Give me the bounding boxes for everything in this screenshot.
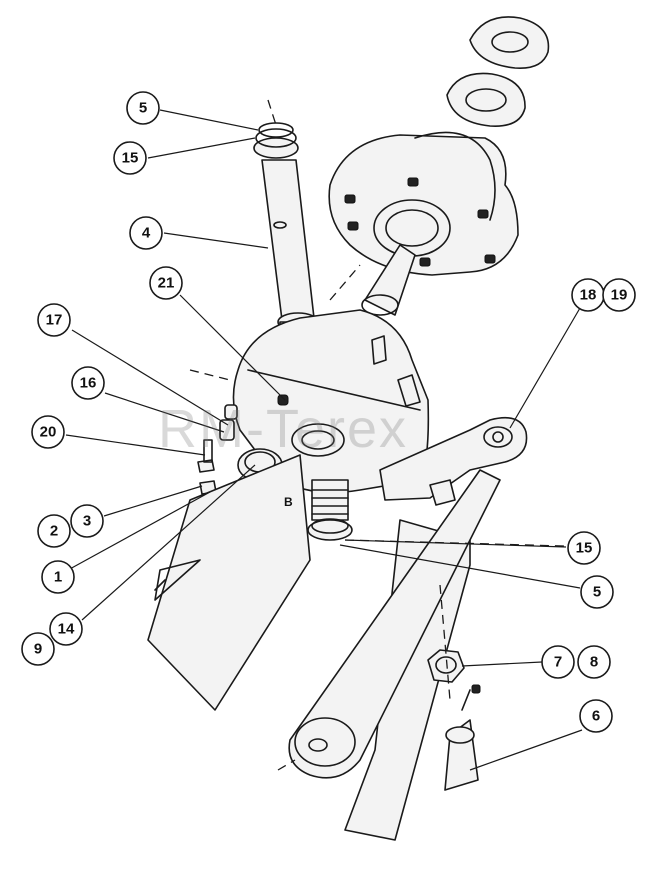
svg-text:17: 17 <box>46 312 63 329</box>
centerline-spindle <box>329 264 361 301</box>
svg-text:6: 6 <box>592 708 600 725</box>
svg-text:18: 18 <box>580 287 597 304</box>
callout-21: 21 <box>149 266 183 300</box>
callout-5-top: 5 <box>126 91 160 125</box>
callout-20: 20 <box>31 415 65 449</box>
leader-lines <box>65 109 583 771</box>
callout-6: 6 <box>579 699 613 733</box>
callout-2: 2 <box>37 514 71 548</box>
part-mark-b: B <box>284 495 293 509</box>
svg-text:20: 20 <box>40 424 57 441</box>
svg-text:5: 5 <box>139 100 147 117</box>
svg-text:16: 16 <box>80 375 97 392</box>
svg-text:1: 1 <box>54 569 62 586</box>
wheel-hub <box>328 131 519 276</box>
svg-text:4: 4 <box>142 225 151 242</box>
svg-text:5: 5 <box>593 584 601 601</box>
ball-pin <box>444 689 479 791</box>
castle-nut <box>427 649 481 694</box>
svg-text:15: 15 <box>576 540 593 557</box>
spindle-shaft <box>361 244 416 316</box>
svg-text:15: 15 <box>122 150 139 167</box>
callout-18: 18 <box>571 278 605 312</box>
svg-text:8: 8 <box>590 654 598 671</box>
centerline-left <box>189 369 231 381</box>
lower-shim-washer <box>446 72 526 127</box>
lower-kingpin-stub <box>307 479 353 541</box>
svg-text:7: 7 <box>554 654 562 671</box>
callout-14: 14 <box>49 612 83 646</box>
centerline-kingpin <box>267 99 277 126</box>
centerline-bottom <box>277 759 296 771</box>
steering-cylinder <box>288 469 501 779</box>
axle-beam-left <box>147 454 311 711</box>
callout-17: 17 <box>37 303 71 337</box>
svg-text:2: 2 <box>50 523 58 540</box>
callout-19: 19 <box>602 278 636 312</box>
upper-shim-washer <box>469 16 550 69</box>
callout-9: 9 <box>21 632 55 666</box>
callout-5-right: 5 <box>580 575 614 609</box>
svg-text:9: 9 <box>34 641 42 658</box>
callout-8: 8 <box>577 645 611 679</box>
callout-4: 4 <box>129 216 163 250</box>
centerline-cylinder <box>439 584 451 701</box>
bolt-set <box>197 404 238 495</box>
callout-15-right: 15 <box>567 531 601 565</box>
svg-text:19: 19 <box>611 287 628 304</box>
callout-1: 1 <box>41 560 75 594</box>
steering-knuckle <box>232 309 430 494</box>
callout-7: 7 <box>541 645 575 679</box>
steering-arm <box>379 416 528 506</box>
callout-3: 3 <box>70 504 104 538</box>
svg-text:3: 3 <box>83 513 91 530</box>
svg-text:21: 21 <box>158 275 175 292</box>
callout-16: 16 <box>71 366 105 400</box>
svg-text:14: 14 <box>58 621 75 638</box>
callout-15-top: 15 <box>113 141 147 175</box>
